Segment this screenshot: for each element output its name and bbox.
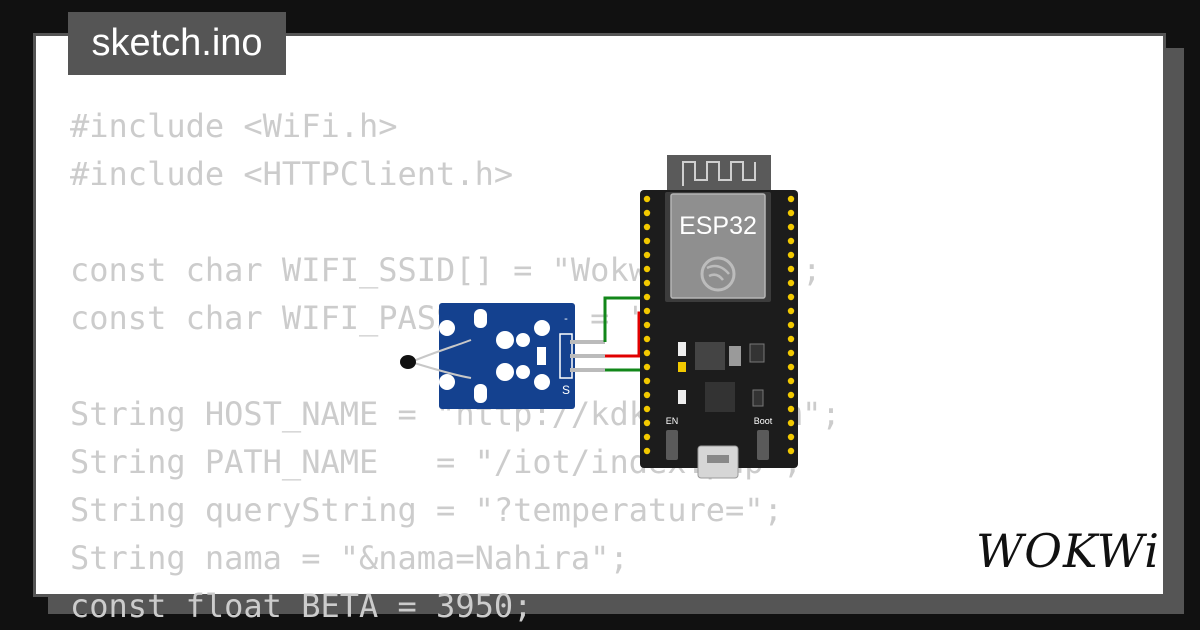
sensor-pin-label-signal: S <box>562 383 570 397</box>
sensor-pad <box>496 363 514 381</box>
boot-label: Boot <box>754 416 773 426</box>
circuit-diagram: - S ESP32 EN Boot <box>400 155 798 479</box>
small-component <box>678 390 686 404</box>
voltage-regulator <box>695 342 725 370</box>
thermistor-bead <box>400 355 416 369</box>
ntc-sensor-module[interactable]: - S <box>400 303 605 409</box>
sensor-pin-label-minus: - <box>564 313 568 325</box>
sensor-mount-hole-bottom <box>474 384 487 403</box>
small-component <box>752 389 764 407</box>
sensor-pad <box>439 320 455 336</box>
code-editor: #include <WiFi.h> #include <HTTPClient.h>… <box>70 102 841 630</box>
filename-tab: sketch.ino <box>68 12 286 75</box>
regulator-tab <box>729 346 741 366</box>
wire-ground <box>603 296 648 342</box>
thermistor-lead <box>410 361 472 379</box>
small-component <box>678 362 686 372</box>
sensor-pad <box>534 374 550 390</box>
espressif-logo <box>700 256 736 292</box>
sensor-pad <box>516 333 530 347</box>
sensor-mount-hole-top <box>474 309 487 328</box>
sensor-pcb <box>439 303 575 409</box>
espressif-logo-arc <box>706 264 730 281</box>
sensor-pin <box>570 368 605 372</box>
sensor-pad <box>516 365 530 379</box>
code-line-10: String nama = "&nama=Nahira"; <box>70 539 629 577</box>
wokwi-logo: WOKWi <box>976 524 1160 578</box>
sensor-pin <box>570 340 605 344</box>
esp32-shield <box>670 193 766 299</box>
preview-card: #include <WiFi.h> #include <HTTPClient.h>… <box>33 33 1166 625</box>
sensor-pin <box>570 354 605 358</box>
sensor-resistor <box>537 347 546 365</box>
micro-usb-opening <box>707 455 729 463</box>
sensor-pad <box>439 374 455 390</box>
en-label: EN <box>666 416 679 426</box>
boot-button[interactable] <box>757 430 769 460</box>
code-line-1: #include <WiFi.h> <box>70 107 398 145</box>
sensor-pad <box>496 331 514 349</box>
small-component <box>678 342 686 356</box>
usb-chip <box>705 382 735 412</box>
code-line-11: const float BETA = 3950; <box>70 587 533 625</box>
chip-label: ESP32 <box>679 212 757 240</box>
antenna-trace <box>682 161 756 186</box>
thermistor-lead <box>410 339 472 363</box>
pin-header-left <box>643 195 651 455</box>
esp32-board[interactable]: ESP32 EN Boot <box>640 155 798 479</box>
sensor-pad <box>534 320 550 336</box>
en-button[interactable] <box>666 430 678 460</box>
code-line-2: #include <HTTPClient.h> <box>70 155 514 193</box>
pin-header-right <box>787 195 795 455</box>
code-line-9: String queryString = "?temperature="; <box>70 491 783 529</box>
code-line-8: String PATH_NAME = "/iot/index.php"; <box>70 443 803 481</box>
small-component <box>749 343 765 363</box>
